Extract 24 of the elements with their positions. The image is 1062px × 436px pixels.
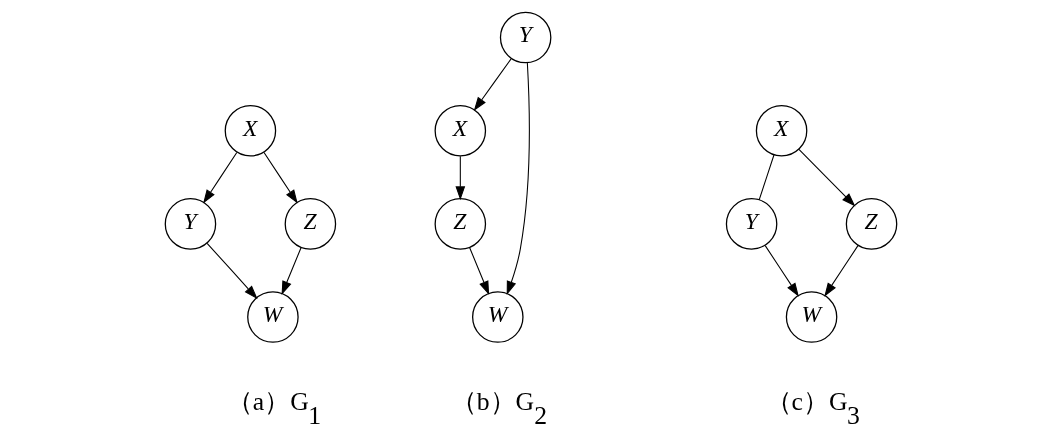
node-circle: Z — [845, 198, 898, 250]
node-circle: Y — [164, 198, 217, 250]
node-circle: X — [434, 104, 487, 157]
arrow — [206, 242, 258, 300]
node-circle: Z — [284, 198, 337, 250]
arrow — [798, 148, 856, 207]
arrow — [764, 245, 799, 297]
node-circle: W — [247, 291, 299, 343]
node-circle: W — [785, 291, 838, 343]
arrow — [473, 57, 512, 111]
node-circle: X — [755, 104, 808, 157]
arrow — [824, 245, 859, 297]
node-circle: X — [224, 104, 277, 157]
arrow — [455, 155, 466, 201]
node-circle: Z — [434, 198, 487, 250]
node-circle: Y — [725, 198, 778, 250]
connector — [758, 154, 775, 201]
arrow — [469, 246, 490, 295]
arrow — [263, 151, 298, 204]
node-circle: W — [472, 291, 524, 343]
arrow — [203, 151, 238, 204]
node-circle: Y — [499, 11, 552, 64]
arrow — [506, 62, 530, 296]
arrow — [281, 246, 302, 295]
